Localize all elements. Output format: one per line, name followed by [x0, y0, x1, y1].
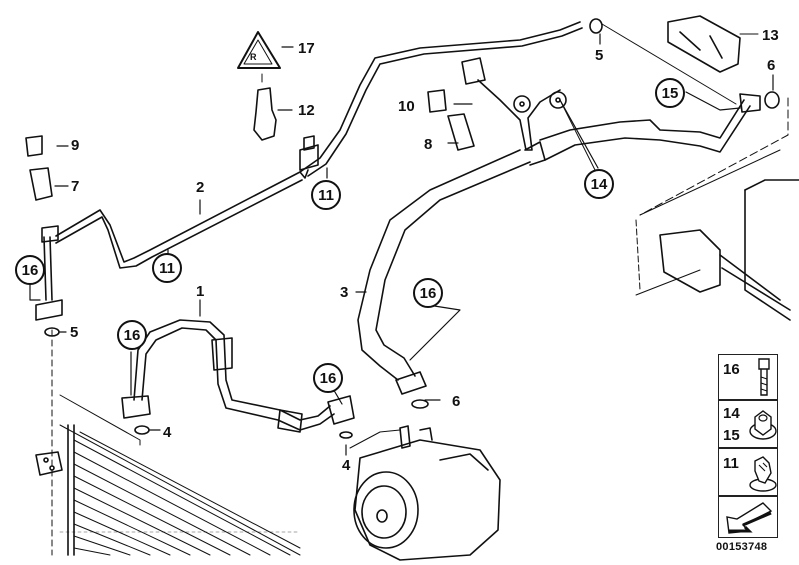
condenser-drawing: [35, 329, 301, 556]
callout-9: 9: [71, 137, 80, 154]
legend-row-nut: 14 15: [718, 400, 778, 448]
callout-4-left: 4: [163, 424, 172, 441]
legend-number: 11: [723, 455, 739, 472]
callout-16-compressor: 16: [313, 363, 343, 393]
callout-11-lower: 11: [152, 253, 182, 283]
clip-nut-icon: [749, 456, 777, 492]
legend-row-arrow: [718, 496, 778, 538]
evaporator-drawing: [601, 23, 799, 321]
pipe-2-drawing: [35, 18, 603, 321]
legend-number: 16: [723, 361, 740, 378]
o-rings: [44, 327, 429, 439]
legend-number: 15: [723, 427, 740, 444]
callout-17: 17: [298, 40, 315, 57]
callout-12: 12: [298, 102, 315, 119]
clip-13-drawing: [667, 15, 759, 73]
diagram-part-number: 00153748: [716, 541, 768, 553]
callout-10: 10: [398, 98, 415, 115]
compressor-drawing: [349, 425, 501, 561]
callout-14: 14: [584, 169, 614, 199]
pipe-3-drawing: [357, 91, 780, 395]
callout-2: 2: [196, 179, 205, 196]
legend-row-bolt: 16: [718, 354, 778, 400]
callout-7: 7: [71, 178, 80, 195]
callout-13: 13: [762, 27, 779, 44]
pipe-1-drawing: [121, 299, 355, 433]
callout-16-pipe3: 16: [413, 278, 443, 308]
legend-number: 14: [723, 405, 740, 422]
leader-lines: [29, 33, 774, 456]
bolt-icon: [758, 358, 770, 396]
svg-text:R: R: [250, 52, 257, 62]
callout-4-compressor: 4: [342, 457, 351, 474]
flange-nut-icon: [749, 410, 777, 440]
callout-11-upper: 11: [311, 180, 341, 210]
callout-6-right: 6: [767, 57, 776, 74]
callout-8: 8: [424, 136, 433, 153]
legend-row-clip: 11: [718, 448, 778, 496]
callout-3: 3: [340, 284, 349, 301]
callout-16-pipe1: 16: [117, 320, 147, 350]
pressure-switch-drawing: R: [237, 31, 281, 141]
callout-5-left: 5: [70, 324, 79, 341]
callout-1: 1: [196, 283, 205, 300]
bracket-drawing: [461, 57, 596, 171]
callout-6-compressor: 6: [452, 393, 461, 410]
callout-16-left: 16: [15, 255, 45, 285]
callout-5-top: 5: [595, 47, 604, 64]
valve-caps-drawing: [25, 89, 475, 201]
arrow-icon: [726, 502, 773, 534]
callout-15: 15: [655, 78, 685, 108]
